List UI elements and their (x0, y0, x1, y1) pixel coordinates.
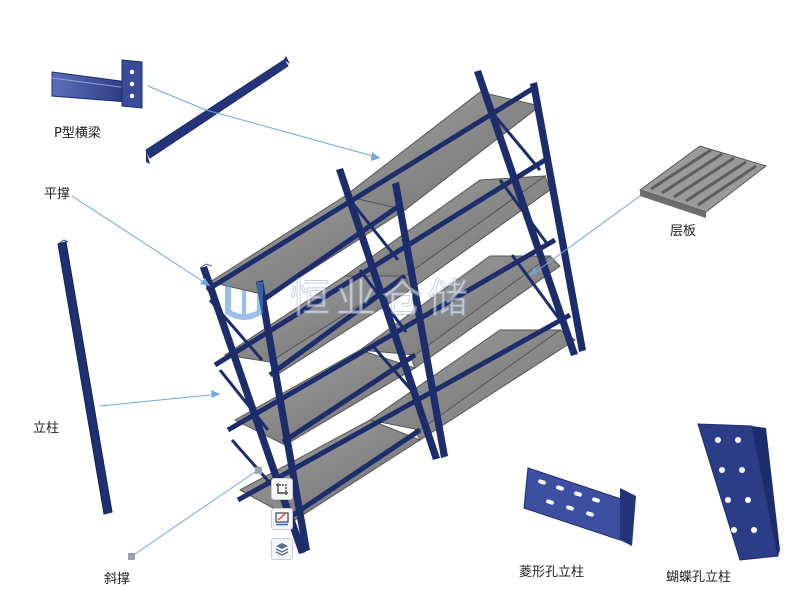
crop-button[interactable] (271, 478, 293, 500)
layers-icon (275, 543, 289, 556)
label-upright: 立柱 (33, 421, 60, 436)
leader-handle[interactable] (255, 467, 262, 474)
label-diagonal-brace: 斜撑 (104, 572, 131, 587)
loose-beam (145, 56, 290, 164)
svg-text:恒业仓储: 恒业仓储 (290, 276, 474, 322)
diamond-hole-upright-part (523, 467, 636, 546)
layers-button[interactable] (271, 538, 293, 560)
arrowhead (211, 390, 220, 398)
loose-upright (57, 239, 113, 515)
arrowhead (530, 267, 538, 276)
arrowhead (371, 152, 380, 161)
butterfly-hole-upright-part (697, 423, 780, 561)
label-butterfly-hole-upright: 蝴蝶孔立柱 (666, 570, 732, 585)
label-diamond-hole-upright: 菱形孔立柱 (519, 565, 585, 580)
label-cross-brace: 平撑 (44, 187, 71, 202)
annotate-button[interactable] (271, 508, 293, 530)
label-shelf-panel: 层板 (670, 224, 697, 239)
watermark-logo: 恒业仓储 (225, 276, 474, 323)
leader-lines (71, 85, 641, 557)
shelf-panel-part (638, 145, 768, 218)
label-p-beam: P型横梁 (54, 126, 101, 141)
annotate-icon (275, 512, 289, 526)
p-beam-part (51, 59, 143, 109)
leader-handle[interactable] (128, 553, 135, 560)
arrowhead (200, 278, 210, 286)
crop-icon (276, 483, 288, 495)
